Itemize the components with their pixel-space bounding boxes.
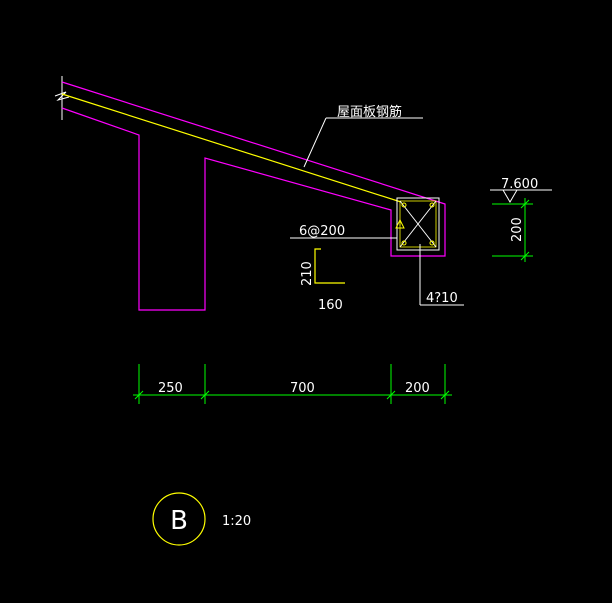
roof-rebar-label: 屋面板钢筋 [337, 104, 402, 120]
section-symbol-circle [152, 492, 206, 546]
elevation-mark [490, 189, 552, 203]
section-letter: B [170, 506, 188, 536]
stirrup-height-label: 210 [300, 261, 315, 286]
longitudinal-bar [401, 202, 407, 208]
longitudinal-bar [429, 240, 435, 246]
stirrup-spec-label: 6@200 [299, 224, 345, 239]
break-line [54, 76, 70, 120]
horizontal-dimension-chain [133, 364, 452, 404]
roof-rebar-leader [303, 117, 423, 168]
elevation-label: 7.600 [501, 177, 538, 192]
beam-depth-label: 200 [510, 217, 525, 242]
long-bars-label: 4?10 [426, 291, 458, 306]
edge-beam-reinforcement [395, 197, 440, 251]
concrete-outline [61, 81, 446, 311]
longitudinal-bar [401, 240, 407, 246]
stirrup-width-label: 160 [318, 298, 343, 313]
stirrup-cross-2 [399, 200, 437, 248]
section-marker-triangle [395, 218, 405, 229]
roof-slab-rebar [61, 93, 402, 203]
beam-depth-dimension [492, 198, 533, 262]
longitudinal-bar [429, 202, 435, 208]
dimension-250: 250 [158, 381, 183, 396]
stirrup-outline [396, 197, 440, 251]
dimension-200: 200 [405, 381, 430, 396]
long-bars-leader [419, 244, 464, 306]
stirrup-shape-detail [314, 248, 345, 284]
dimension-700: 700 [290, 381, 315, 396]
section-scale: 1:20 [222, 514, 251, 529]
